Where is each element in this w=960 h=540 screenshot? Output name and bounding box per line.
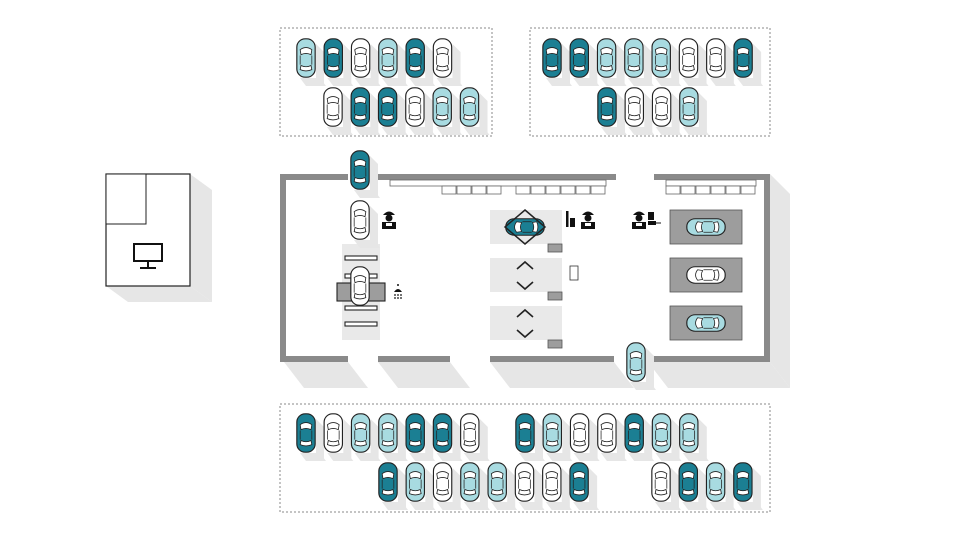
car-b-r1b-4 xyxy=(597,413,627,461)
car-tr-r1-7 xyxy=(706,38,736,86)
car-b-r2b-2 xyxy=(678,462,709,510)
car-b-r2a-7 xyxy=(542,462,572,510)
car-b-r1a-2 xyxy=(323,413,354,461)
workstation-desk xyxy=(569,265,579,281)
car-tl-r2-4 xyxy=(405,87,435,135)
mechanic-diagnostics-icon xyxy=(632,211,661,229)
car-tr-r2-3 xyxy=(651,87,682,135)
car-b-r1a-7 xyxy=(460,413,490,461)
car-b-r1b-1 xyxy=(515,413,545,461)
monitor-icon xyxy=(133,243,163,269)
car-tl-r2-1 xyxy=(323,87,353,135)
car-tl-r1-3 xyxy=(350,38,381,86)
lift-frame xyxy=(503,209,547,245)
car-display-3 xyxy=(686,314,726,332)
office-building xyxy=(105,173,212,302)
lift-arm-marks xyxy=(516,260,534,339)
mechanic-icon xyxy=(382,211,396,229)
car-display-1 xyxy=(686,218,726,236)
car-entry-2 xyxy=(350,200,380,248)
car-tl-r1-4 xyxy=(378,38,408,86)
car-b-r2a-1 xyxy=(378,462,408,510)
car-tl-r2-3 xyxy=(377,87,408,135)
car-tr-r2-4 xyxy=(679,87,709,135)
car-b-r2b-3 xyxy=(705,462,736,510)
parking-lot-top-right xyxy=(529,27,771,137)
car-b-r1a-6 xyxy=(432,413,463,461)
car-b-r1a-3 xyxy=(350,413,381,461)
car-tr-r1-6 xyxy=(678,38,709,86)
car-tl-r2-6 xyxy=(459,87,490,135)
car-b-r1b-3 xyxy=(569,413,600,461)
car-b-r1b-5 xyxy=(624,413,655,461)
car-tl-r1-1 xyxy=(296,38,326,86)
car-b-r1a-5 xyxy=(405,413,436,461)
car-tr-r1-3 xyxy=(596,38,627,86)
car-in-wash xyxy=(350,266,370,306)
parking-cars-layer xyxy=(296,38,764,510)
car-tl-r1-2 xyxy=(323,38,354,86)
car-b-r2a-8 xyxy=(569,462,600,510)
parking-lot-top-left xyxy=(279,27,493,137)
car-tr-r1-2 xyxy=(569,38,600,86)
car-b-r2a-5 xyxy=(487,462,518,510)
car-entry-1 xyxy=(350,150,380,198)
car-tr-r1-4 xyxy=(624,38,654,86)
car-b-r1a-1 xyxy=(296,413,326,461)
car-tr-r1-1 xyxy=(542,38,572,86)
parking-lot-bottom xyxy=(279,403,771,513)
car-display-2 xyxy=(686,266,726,284)
car-tl-r1-5 xyxy=(405,38,436,86)
car-tr-r1-8 xyxy=(733,38,764,86)
car-b-r1b-2 xyxy=(542,413,573,461)
car-tr-r2-1 xyxy=(597,87,627,135)
mechanic-tools-icon xyxy=(566,211,595,229)
car-tl-r1-6 xyxy=(432,38,463,86)
car-tl-r2-2 xyxy=(350,87,381,135)
car-b-r1b-7 xyxy=(679,413,709,461)
car-tr-r1-5 xyxy=(651,38,682,86)
car-b-r2b-4 xyxy=(733,462,763,510)
workshop-cars-layer xyxy=(350,150,726,390)
car-exit-1 xyxy=(626,342,656,390)
car-tr-r2-2 xyxy=(624,87,655,135)
car-b-r2a-2 xyxy=(405,462,436,510)
car-b-r1b-6 xyxy=(651,413,682,461)
wash-shower-icon xyxy=(394,284,402,299)
car-b-r2a-6 xyxy=(514,462,545,510)
car-tl-r2-5 xyxy=(432,87,463,135)
car-b-r2a-3 xyxy=(432,462,463,510)
car-b-r2a-4 xyxy=(460,462,490,510)
car-b-r1a-4 xyxy=(378,413,408,461)
car-b-r2b-1 xyxy=(651,462,681,510)
